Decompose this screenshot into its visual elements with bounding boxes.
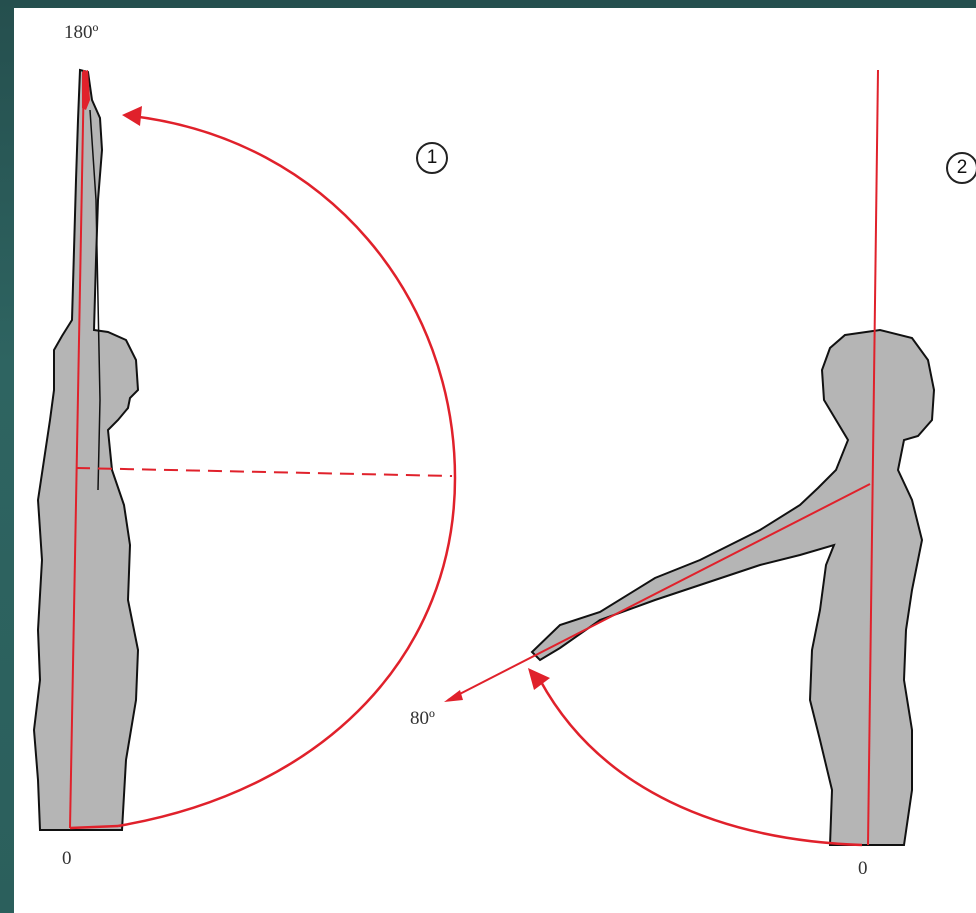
arc-80 xyxy=(538,679,863,847)
left-body-silhouette xyxy=(32,68,140,831)
figure-number-1: 1 xyxy=(416,142,448,174)
zero-label-right: 0 xyxy=(858,858,868,879)
zero-label-left: 0 xyxy=(62,848,72,869)
figure-panel xyxy=(14,8,976,913)
right-arm-line xyxy=(447,483,871,701)
arc-180 xyxy=(117,114,457,828)
left-base-line xyxy=(69,824,119,830)
dashed-horizontal-line xyxy=(75,467,453,477)
arc-180-arrowhead xyxy=(122,106,142,126)
right-body-silhouette xyxy=(530,328,936,846)
angle-label-80: 80º xyxy=(410,708,435,729)
angle-label-180: 180º xyxy=(64,22,99,43)
left-raised-hand xyxy=(82,70,90,110)
arm-line-arrowhead xyxy=(444,690,463,702)
left-vertical-axis xyxy=(69,69,85,829)
left-arm-contour xyxy=(89,109,101,491)
arc-80-arrowhead xyxy=(528,668,550,690)
right-vertical-axis xyxy=(867,69,879,846)
figure-number-2: 2 xyxy=(946,152,976,184)
